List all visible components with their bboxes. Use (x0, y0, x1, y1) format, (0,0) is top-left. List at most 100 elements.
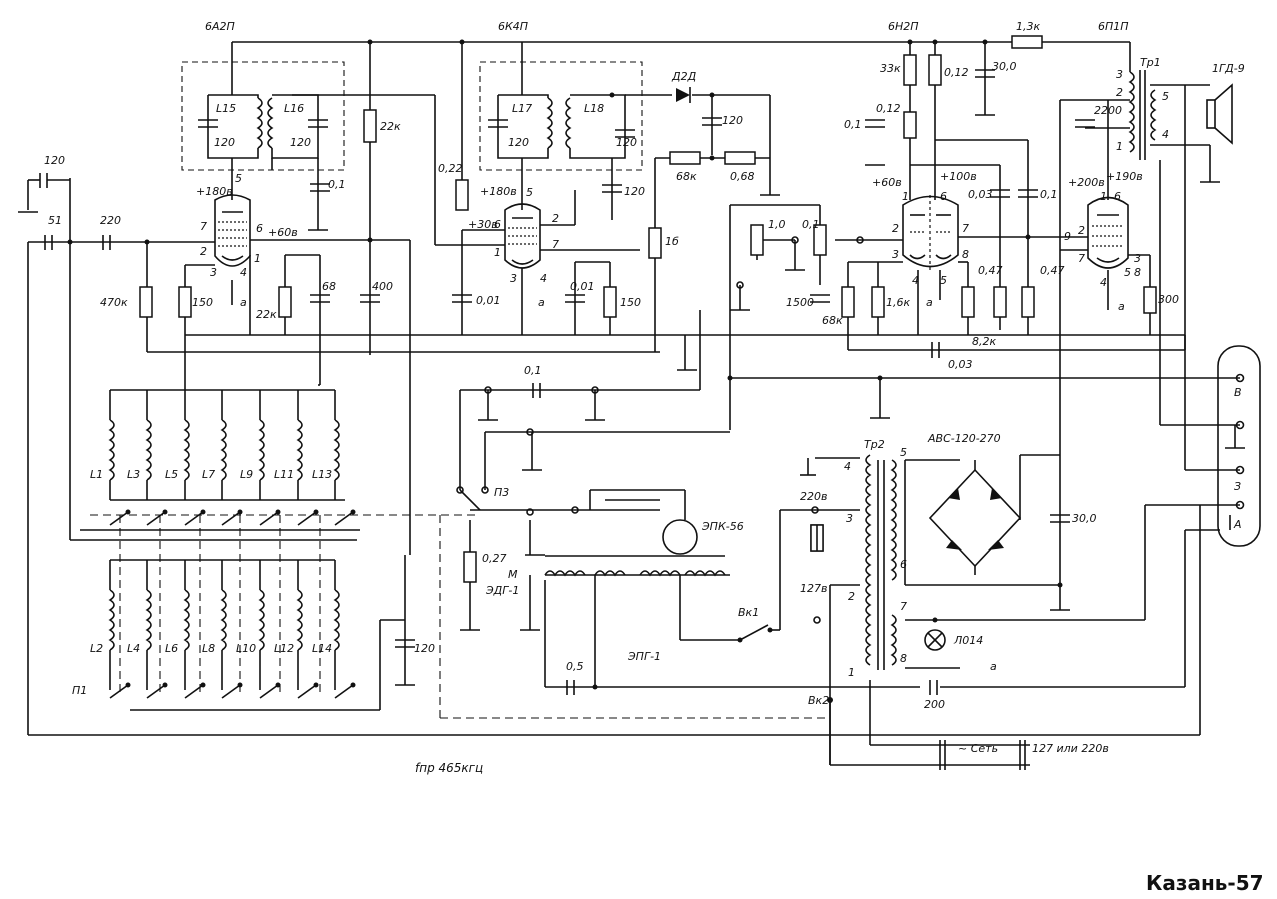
lamp-icon (924, 629, 946, 651)
res-68k-label: 68к (676, 170, 697, 183)
volt-u5-label: +100в (940, 170, 977, 183)
coil-top-2: L5 (165, 468, 178, 481)
volt-u6-label: +200в (1068, 176, 1105, 189)
res-047b-label: 0,47 (1040, 264, 1065, 277)
cap-003a-label: 0,03 (968, 188, 993, 201)
if-coils (198, 94, 635, 159)
cap-51-label: 51 (48, 214, 62, 227)
pin-v2-6: 4 (540, 272, 547, 285)
pin-tr2-2: 2 (848, 590, 855, 603)
anode-a3-label: а (926, 296, 933, 309)
pin-v4-7: 5 (1124, 266, 1131, 279)
anode-a4-label: а (1118, 300, 1125, 313)
res-068-label: 0,68 (730, 170, 755, 183)
terminal-v-label: В (1234, 386, 1242, 399)
pin-tr2-7: 8 (900, 652, 907, 665)
tr1-label: Тр1 (1140, 56, 1161, 69)
wiring (27, 41, 1261, 770)
pin-v4-2: 9 (1064, 230, 1071, 243)
pickup-label: ЭПК-56 (701, 520, 744, 533)
res-027-label: 0,27 (482, 552, 507, 565)
pin-tr2-6: 7 (900, 600, 907, 613)
pin-v3-0: 1 (902, 190, 909, 203)
cap-2200-label: 2200 (1094, 104, 1122, 117)
coil-bottom-6: L14 (312, 642, 332, 655)
volt-u3-label: +180в (480, 185, 517, 198)
cap-68-label: 68 (322, 280, 336, 293)
pin-v1-5: 3 (210, 266, 217, 279)
res-012b-label: 0,12 (876, 102, 901, 115)
terminal-z-label: З (1234, 480, 1241, 493)
rectifier-bridge (928, 460, 1022, 575)
capacitors (27, 69, 1095, 695)
pin-v2-2: 2 (552, 212, 559, 225)
grounds (18, 114, 1245, 686)
motor-edg (544, 555, 726, 577)
volt-u4-label: +60в (872, 176, 902, 189)
pot-01-label: 0,1 (802, 218, 820, 231)
coil-bottom-4: L10 (236, 642, 256, 655)
model-title: Казань-57 (1146, 871, 1264, 895)
tube-v4-label: 6П1П (1098, 20, 1129, 33)
pin-v2-1: 6 (494, 218, 501, 231)
coil-top-4: L9 (240, 468, 253, 481)
coil-l15-label: L15 (216, 102, 236, 115)
pin-tr2-1: 3 (846, 512, 853, 525)
pin-tr2-5: 6 (900, 558, 907, 571)
output-transformer (1128, 71, 1157, 153)
coil-top-0: L1 (90, 468, 103, 481)
pin-v3-4: 3 (892, 248, 899, 261)
res-22k-a-label: 22к (256, 308, 277, 321)
diode-icon (676, 87, 691, 103)
pin-v2-3: 1 (494, 246, 501, 259)
tube-v1 (214, 194, 251, 267)
volt-127-label: 127в (800, 582, 827, 595)
cap-120e-label: 120 (722, 114, 743, 127)
cap-05-label: 0,5 (566, 660, 584, 673)
cap-120a-label: 120 (214, 136, 235, 149)
pin-tr1-1: 2 (1116, 86, 1123, 99)
pin-tr2-3: 1 (848, 666, 855, 679)
coil-top-6: L13 (312, 468, 332, 481)
coil-bottom-3: L8 (202, 642, 215, 655)
anode-a1-label: а (240, 296, 247, 309)
tube-v2 (504, 203, 541, 269)
pin-v4-6: 4 (1100, 276, 1107, 289)
switch-p1-label: П1 (72, 684, 87, 697)
coil-top-5: L11 (274, 468, 294, 481)
pin-tr1-4: 4 (1162, 128, 1169, 141)
cap-01c-label: 0,1 (1040, 188, 1058, 201)
res-022-label: 0,22 (438, 162, 463, 175)
cap-01b-label: 0,1 (844, 118, 862, 131)
speaker-label: 1ГД-9 (1212, 62, 1245, 75)
tube-v3 (902, 195, 959, 270)
lamp-label: Л014 (953, 634, 983, 647)
pot-10-label: 1,0 (768, 218, 786, 231)
rectifier-label: АВС-120-270 (927, 432, 1001, 445)
tr2-label: Тр2 (864, 438, 885, 451)
pin-v3-6: 4 (912, 274, 919, 287)
pin-v3-3: 7 (962, 222, 969, 235)
power-transformer (865, 454, 897, 666)
switch-vk2-label: Вк2 (808, 694, 829, 707)
pin-v3-5: 8 (962, 248, 969, 261)
pin-v4-3: 2 (1078, 224, 1085, 237)
pin-v1-3: 2 (200, 245, 207, 258)
pin-tr2-0: 4 (844, 460, 851, 473)
res-16k-label: 1,6к (886, 296, 910, 309)
anode-a2-label: а (538, 296, 545, 309)
pin-v4-1: 6 (1114, 190, 1121, 203)
pin-tr1-2: 1 (1116, 140, 1123, 153)
tube-v3-label: 6Н2П (888, 20, 919, 33)
speaker-icon (1206, 83, 1233, 145)
coil-l16-label: L16 (284, 102, 304, 115)
res-22k-b-label: 22к (380, 120, 401, 133)
cap-01a-label: 0,1 (328, 178, 346, 191)
cap-120g-label: 120 (414, 642, 435, 655)
pin-v1-2: 6 (256, 222, 263, 235)
cap-30b-label: 30,0 (1072, 512, 1097, 525)
pin-v4-0: 1 (1100, 190, 1107, 203)
pin-v3-2: 2 (892, 222, 899, 235)
res-150b-label: 150 (620, 296, 641, 309)
